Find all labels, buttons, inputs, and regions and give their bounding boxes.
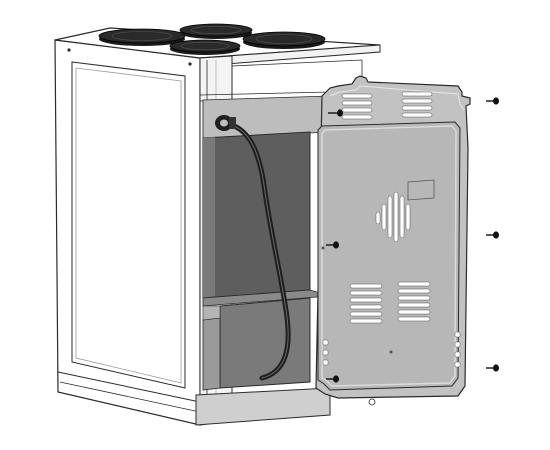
hotplate-rear-left xyxy=(98,28,186,46)
screw-middle-left xyxy=(326,241,339,249)
screw-bottom-left xyxy=(326,375,339,383)
oven-cavity xyxy=(202,95,331,391)
hotplate-front-right xyxy=(242,31,326,49)
power-cable xyxy=(215,115,291,381)
screw-middle-right xyxy=(486,231,499,239)
lower-vent-right xyxy=(397,281,431,322)
upper-vent-right xyxy=(401,91,433,118)
hotplate-rear-right xyxy=(179,23,253,39)
cabinet-side-panel xyxy=(54,39,201,426)
cable-gland xyxy=(215,115,236,131)
rear-access-panel xyxy=(315,75,471,406)
hotplates xyxy=(98,23,326,55)
screw-bottom-right xyxy=(486,364,499,372)
screw-top-right xyxy=(486,97,499,105)
fan-grille xyxy=(375,179,435,243)
screw-top-left xyxy=(328,109,343,117)
upper-vent-left xyxy=(341,93,373,120)
hotplate-front-left xyxy=(169,39,241,55)
lower-vent-left xyxy=(349,283,383,324)
screws xyxy=(326,97,499,383)
panel-side-holes xyxy=(321,246,461,406)
